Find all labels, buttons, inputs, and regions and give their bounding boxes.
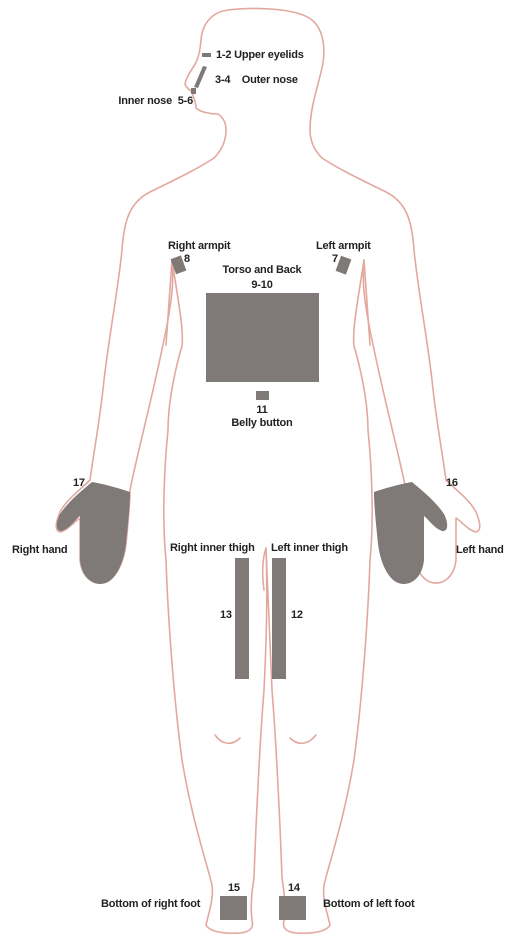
right-foot-label: Bottom of right foot: [101, 898, 201, 910]
upper-body-outline: [56, 8, 480, 933]
right-hand-patch: [57, 482, 130, 584]
right-inner-thigh-number: 13: [220, 609, 232, 621]
left-hand-label: Left hand: [456, 544, 504, 556]
right-inner-thigh-patch: [235, 558, 249, 679]
left-hand-patch: [374, 482, 447, 584]
left-armpit-label: Left armpit: [316, 240, 371, 252]
left-inner-thigh-patch: [272, 558, 286, 679]
right-inner-thigh-label: Right inner thigh: [170, 542, 255, 554]
outer-nose-patch: [194, 66, 207, 88]
right-armpit-label: Right armpit: [168, 240, 231, 252]
right-knee-line: [215, 735, 240, 743]
inner-nose-patch: [191, 88, 196, 94]
torso-back-number: 9-10: [251, 279, 272, 291]
belly-button-label: Belly button: [231, 417, 293, 429]
inner-nose-label: Inner nose 5-6: [118, 95, 193, 107]
upper-eyelids-label: 1-2 Upper eyelids: [216, 49, 304, 61]
left-inner-thigh-label: Left inner thigh: [271, 542, 348, 554]
torso-back-label: Torso and Back: [223, 264, 303, 276]
left-inner-thigh-number: 12: [291, 609, 303, 621]
left-foot-number: 14: [288, 882, 301, 894]
upper-eyelids-patch: [202, 53, 211, 57]
torso-back-patch: [206, 293, 319, 382]
right-armpit-number: 8: [184, 253, 190, 265]
belly-button-patch: [256, 391, 269, 400]
left-armpit-number: 7: [332, 253, 338, 265]
right-foot-number: 15: [228, 882, 240, 894]
left-knee-line: [290, 735, 316, 743]
left-hand-number: 16: [446, 477, 458, 489]
right-hand-number: 17: [73, 477, 85, 489]
outer-nose-label: 3-4 Outer nose: [215, 74, 298, 86]
right-hand-label: Right hand: [12, 544, 67, 556]
right-foot-patch: [220, 896, 247, 920]
belly-button-number: 11: [256, 404, 267, 416]
left-armpit-patch: [336, 256, 352, 275]
body-outline: [56, 8, 480, 933]
left-foot-patch: [279, 896, 306, 920]
left-foot-label: Bottom of left foot: [323, 898, 415, 910]
